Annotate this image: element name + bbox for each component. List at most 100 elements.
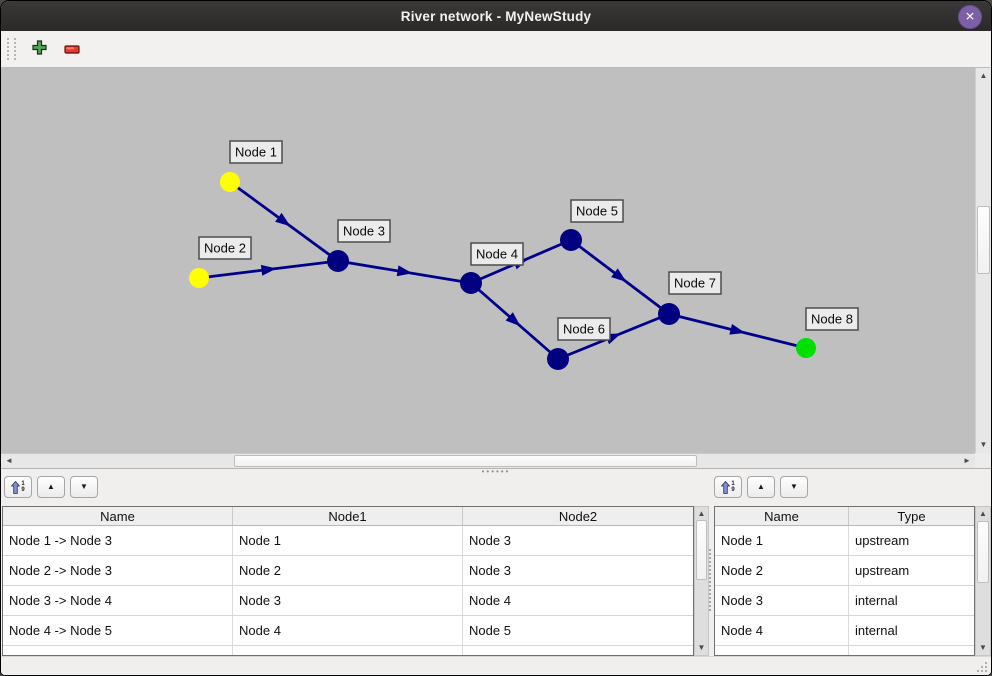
network-canvas[interactable]: Node 1 Node 2 Node 3 Node 4 Node 5 Node 6 Node… bbox=[1, 68, 975, 453]
move-down-button[interactable]: ▼ bbox=[780, 476, 808, 498]
table-cell[interactable]: Node 1 -> Node 3 bbox=[3, 526, 233, 555]
flow-arrow-icon bbox=[260, 264, 277, 276]
column-header[interactable]: Type bbox=[897, 508, 926, 524]
links-table-scrollbar[interactable]: ▲ ▼ bbox=[694, 506, 709, 656]
column-header[interactable]: Node1 bbox=[233, 507, 463, 525]
scrollbar-thumb[interactable] bbox=[977, 521, 989, 583]
diagram-node[interactable] bbox=[560, 229, 582, 251]
scroll-down-arrow-icon[interactable]: ▼ bbox=[697, 643, 706, 652]
table-cell[interactable]: Node 4 bbox=[233, 616, 463, 645]
table-cell[interactable]: internal bbox=[855, 623, 898, 638]
column-header[interactable]: Name bbox=[3, 507, 233, 525]
diagram-node[interactable] bbox=[220, 172, 240, 192]
window-title: River network - MyNewStudy bbox=[400, 8, 592, 24]
toolbar-drag-handle[interactable] bbox=[7, 38, 16, 60]
diagram-node[interactable] bbox=[796, 338, 816, 358]
move-up-button[interactable]: ▲ bbox=[37, 476, 65, 498]
node-label: Node 7 bbox=[668, 271, 722, 295]
table-cell[interactable]: Node 2 -> Node 3 bbox=[3, 556, 233, 585]
move-down-button[interactable]: ▼ bbox=[70, 476, 98, 498]
diagram-node[interactable] bbox=[189, 268, 209, 288]
move-up-icon: ▲ bbox=[757, 482, 765, 491]
table-cell[interactable]: Node 3 bbox=[469, 563, 511, 578]
table-cell[interactable]: Node 2 bbox=[715, 556, 849, 585]
move-down-icon: ▼ bbox=[790, 482, 798, 491]
nodes-table-scrollbar[interactable]: ▲ ▼ bbox=[975, 506, 991, 656]
table-cell[interactable]: Node 5 bbox=[469, 623, 511, 638]
scroll-down-arrow-icon[interactable]: ▼ bbox=[979, 440, 988, 449]
table-cell[interactable]: internal bbox=[855, 593, 898, 608]
column-header[interactable]: Node2 bbox=[558, 508, 598, 524]
scroll-up-arrow-icon[interactable]: ▲ bbox=[697, 509, 706, 518]
table-cell[interactable]: Node 3 bbox=[715, 586, 849, 615]
table-cell[interactable]: Node 1 bbox=[715, 526, 849, 555]
diagram-node[interactable] bbox=[547, 348, 569, 370]
panel-splitter[interactable]: •••••• bbox=[1, 468, 991, 476]
scroll-down-arrow-icon[interactable]: ▼ bbox=[979, 643, 987, 652]
main-toolbar bbox=[1, 31, 991, 68]
scroll-right-arrow-icon[interactable]: ► bbox=[963, 456, 971, 465]
flow-arrow-icon bbox=[611, 268, 627, 282]
scroll-up-arrow-icon[interactable]: ▲ bbox=[979, 71, 988, 80]
node-label: Node 2 bbox=[198, 236, 252, 260]
table-cell[interactable]: upstream bbox=[855, 533, 910, 548]
table-cell[interactable]: Node 3 -> Node 4 bbox=[3, 586, 233, 615]
close-icon: ✕ bbox=[964, 9, 976, 24]
canvas-horizontal-scrollbar[interactable]: ◄ ► bbox=[1, 453, 975, 468]
svg-text:Node 3: Node 3 bbox=[343, 224, 385, 239]
tables-splitter-handle[interactable] bbox=[709, 549, 714, 611]
svg-text:Node 1: Node 1 bbox=[235, 145, 277, 160]
node-label: Node 5 bbox=[570, 199, 624, 223]
scrollbar-thumb[interactable] bbox=[696, 520, 707, 580]
table-row[interactable]: Node 2 upstream bbox=[715, 556, 974, 586]
scrollbar-thumb[interactable] bbox=[977, 206, 990, 274]
table-empty-row bbox=[715, 646, 974, 655]
move-down-icon: ▼ bbox=[80, 482, 88, 491]
node-label: Node 1 bbox=[229, 140, 283, 164]
table-cell[interactable]: Node 4 -> Node 5 bbox=[3, 616, 233, 645]
flow-arrow-icon bbox=[505, 312, 521, 327]
table-cell[interactable]: upstream bbox=[855, 563, 910, 578]
add-plus-icon bbox=[31, 40, 47, 58]
table-row[interactable]: Node 3 internal bbox=[715, 586, 974, 616]
diagram-node[interactable] bbox=[327, 250, 349, 272]
node-label: Node 6 bbox=[557, 317, 611, 341]
table-cell[interactable]: Node 3 bbox=[233, 586, 463, 615]
table-cell[interactable]: Node 4 bbox=[469, 593, 511, 608]
diagram-node[interactable] bbox=[658, 303, 680, 325]
table-cell[interactable]: Node 4 bbox=[715, 616, 849, 645]
move-up-button[interactable]: ▲ bbox=[747, 476, 775, 498]
add-node-button[interactable] bbox=[26, 36, 52, 62]
remove-node-button[interactable] bbox=[59, 36, 85, 62]
table-cell[interactable]: Node 2 bbox=[233, 556, 463, 585]
scroll-left-arrow-icon[interactable]: ◄ bbox=[5, 456, 13, 465]
table-cell[interactable]: Node 1 bbox=[233, 526, 463, 555]
remove-minus-icon bbox=[64, 42, 80, 57]
resize-grip[interactable] bbox=[977, 662, 987, 672]
column-header[interactable]: Name bbox=[715, 507, 849, 525]
close-button[interactable]: ✕ bbox=[958, 5, 982, 29]
svg-text:Node 6: Node 6 bbox=[563, 322, 605, 337]
table-header-row: Name Type bbox=[715, 507, 974, 526]
node-label: Node 4 bbox=[470, 242, 524, 266]
table-row[interactable]: Node 4 internal bbox=[715, 616, 974, 646]
titlebar[interactable]: River network - MyNewStudy ✕ bbox=[1, 1, 991, 31]
canvas-vertical-scrollbar[interactable]: ▲ ▼ bbox=[975, 68, 991, 453]
scroll-up-arrow-icon[interactable]: ▲ bbox=[979, 509, 987, 518]
table-row[interactable]: Node 1 upstream bbox=[715, 526, 974, 556]
scrollbar-corner bbox=[975, 453, 991, 468]
diagram-node[interactable] bbox=[460, 272, 482, 294]
table-cell[interactable]: Node 3 bbox=[469, 533, 511, 548]
flow-arrow-icon bbox=[729, 323, 746, 335]
move-up-icon: ▲ bbox=[47, 482, 55, 491]
scrollbar-thumb[interactable] bbox=[234, 455, 697, 467]
